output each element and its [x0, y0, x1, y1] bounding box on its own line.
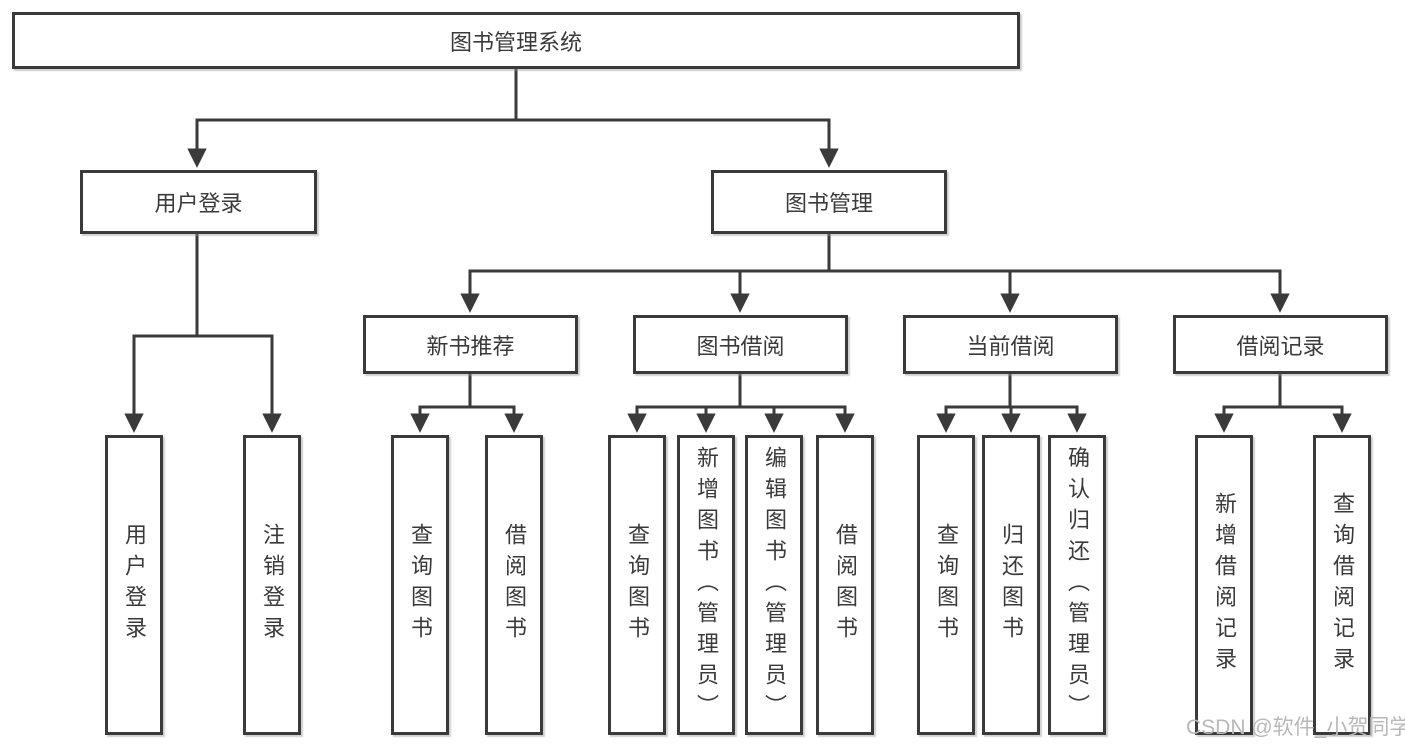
leaf-query-books-borrowing: 查询图书	[608, 435, 666, 735]
leaf-query-books-recommend: 查询图书	[391, 435, 449, 735]
leaf-borrow-books-recommend: 借阅图书	[485, 435, 543, 735]
node-label: 查询图书	[625, 523, 650, 647]
node-user-login: 用户登录	[80, 170, 317, 234]
leaf-query-borrowing-record: 查询借阅记录	[1313, 435, 1371, 735]
node-label: 查询图书	[934, 523, 959, 647]
node-label: 当前借阅	[966, 333, 1055, 359]
node-label: 编辑图书（管理员）	[762, 445, 787, 725]
node-label: 新增图书（管理员）	[694, 445, 719, 725]
node-label: 借阅图书	[833, 523, 858, 647]
node-label: 图书借阅	[696, 333, 785, 359]
node-new-book-recommendation: 新书推荐	[363, 315, 578, 374]
node-label: 借阅记录	[1236, 333, 1325, 359]
node-label: 借阅图书	[502, 523, 527, 647]
node-label: 查询借阅记录	[1330, 492, 1355, 678]
node-label: 新书推荐	[426, 333, 515, 359]
leaf-logout: 注销登录	[243, 435, 301, 735]
node-label: 图书管理系统	[449, 29, 582, 55]
leaf-user-login: 用户登录	[105, 435, 163, 735]
node-label: 注销登录	[260, 523, 285, 647]
node-label: 图书管理	[784, 191, 873, 216]
node-label: 归还图书	[999, 523, 1024, 647]
node-label: 新增借阅记录	[1212, 492, 1237, 678]
node-current-borrowing: 当前借阅	[903, 315, 1118, 374]
node-book-borrowing: 图书借阅	[633, 315, 848, 374]
leaf-return-books: 归还图书	[982, 435, 1040, 735]
leaf-add-borrowing-record: 新增借阅记录	[1195, 435, 1253, 735]
leaf-borrow-books: 借阅图书	[816, 435, 874, 735]
leaf-add-books-admin: 新增图书（管理员）	[677, 435, 735, 735]
node-label: 查询图书	[408, 523, 433, 647]
node-borrowing-records: 借阅记录	[1173, 315, 1388, 374]
node-library-management-system: 图书管理系统	[12, 12, 1020, 69]
leaf-confirm-return-admin: 确认归还（管理员）	[1048, 435, 1106, 735]
node-label: 用户登录	[154, 191, 243, 216]
leaf-edit-books-admin: 编辑图书（管理员）	[745, 435, 803, 735]
node-label: 确认归还（管理员）	[1065, 445, 1090, 725]
csdn-watermark: CSDN @软件_小贺同学	[1186, 716, 1405, 739]
leaf-query-books-current: 查询图书	[917, 435, 975, 735]
node-book-management: 图书管理	[711, 170, 947, 234]
node-label: 用户登录	[122, 523, 147, 647]
